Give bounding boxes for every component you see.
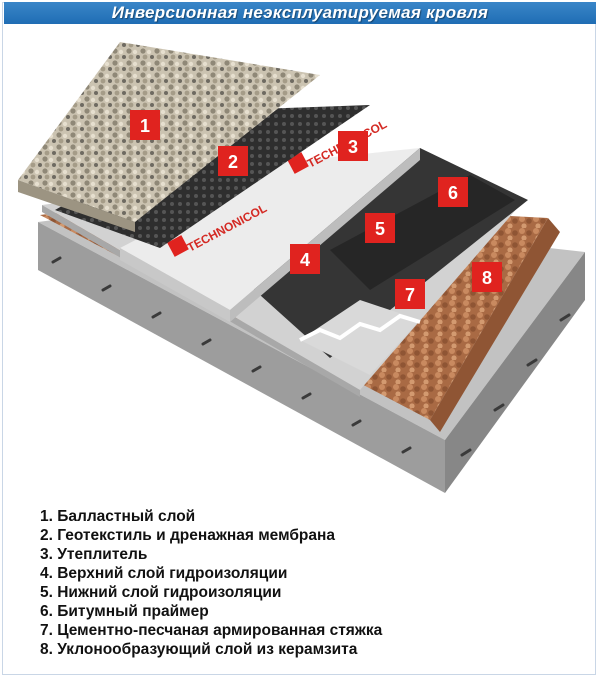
badge-2: 2 (218, 146, 248, 176)
layer-legend: 1. Балластный слой 2. Геотекстиль и дрен… (40, 507, 580, 659)
badge-8: 8 (472, 262, 502, 292)
diagram-title: Инверсионная неэксплуатируемая кровля (111, 3, 489, 22)
roof-diagram: TECHNONICOL TECHNONICOL 1 2 3 4 5 6 7 8 (18, 42, 585, 493)
legend-item: 1. Балластный слой (40, 508, 196, 525)
legend-item: 7. Цементно-песчаная армированная стяжка (40, 622, 383, 639)
legend-item: 6. Битумный праймер (40, 603, 209, 620)
badge-7: 7 (395, 279, 425, 309)
badge-label: 2 (228, 152, 238, 172)
badge-label: 1 (140, 116, 150, 136)
badge-5: 5 (365, 213, 395, 243)
badge-6: 6 (438, 177, 468, 207)
badge-label: 7 (405, 285, 415, 305)
legend-item: 2. Геотекстиль и дренажная мембрана (40, 527, 335, 544)
title-bar: Инверсионная неэксплуатируемая кровля (4, 2, 596, 24)
badge-label: 4 (300, 250, 310, 270)
badge-label: 5 (375, 219, 385, 239)
badge-label: 6 (448, 183, 458, 203)
badge-label: 3 (348, 137, 358, 157)
legend-item: 5. Нижний слой гидроизоляции (40, 584, 282, 601)
gravel-ballast (18, 42, 320, 232)
badge-3: 3 (338, 131, 368, 161)
layer-badges: 1 2 3 4 5 6 7 8 (130, 110, 502, 309)
badge-4: 4 (290, 244, 320, 274)
badge-label: 8 (482, 268, 492, 288)
legend-item: 4. Верхний слой гидроизоляции (40, 565, 288, 582)
badge-1: 1 (130, 110, 160, 140)
legend-item: 8. Уклонообразующий слой из керамзита (40, 641, 358, 658)
legend-item: 3. Утеплитель (40, 546, 148, 563)
rebar-ends (51, 256, 571, 457)
